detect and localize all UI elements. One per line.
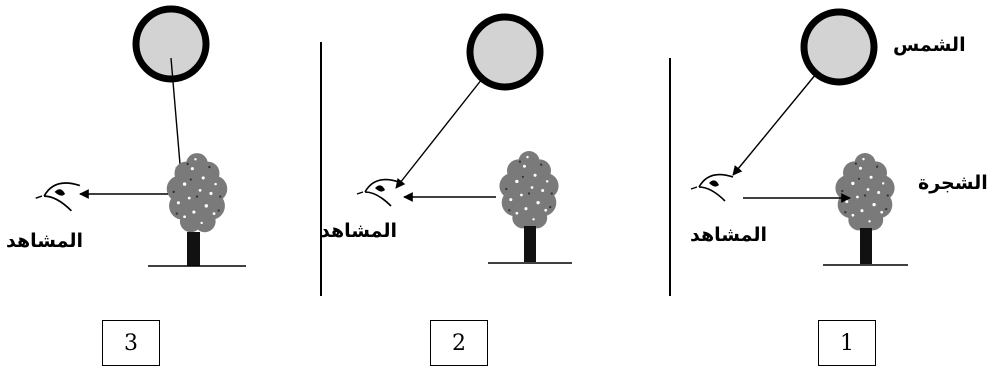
tree-trunk-2	[524, 226, 536, 262]
sun-label: الشمس	[893, 34, 966, 56]
tree-label: الشجرة	[918, 172, 988, 194]
sunray-arrow-1	[732, 73, 817, 176]
panel-2	[356, 13, 572, 264]
observer-label-2: المشاهد	[320, 220, 398, 242]
tree-trunk-3	[187, 232, 200, 266]
eye-icon-1	[690, 173, 734, 202]
observer-label-1: المشاهد	[690, 224, 768, 246]
tree-foliage-1	[835, 153, 895, 231]
observer-label-3: المشاهد	[6, 230, 84, 252]
tree-trunk-1	[860, 228, 872, 264]
panel-3	[34, 5, 246, 267]
sunray-arrow-2	[395, 78, 483, 189]
sunray-arrow-3	[170, 57, 186, 177]
tree-foliage-2	[499, 151, 559, 229]
panel-1	[690, 8, 908, 266]
panel-number-2: 2	[430, 320, 488, 366]
eye-icon-2	[356, 178, 400, 207]
panel-number-1: 1	[818, 320, 876, 366]
panel-number-3: 3	[102, 320, 160, 366]
tree-foliage-3	[166, 153, 228, 233]
sun-2	[466, 13, 544, 91]
eye-icon-3	[34, 182, 81, 212]
sun-3	[132, 5, 210, 83]
sun-1	[800, 8, 878, 86]
